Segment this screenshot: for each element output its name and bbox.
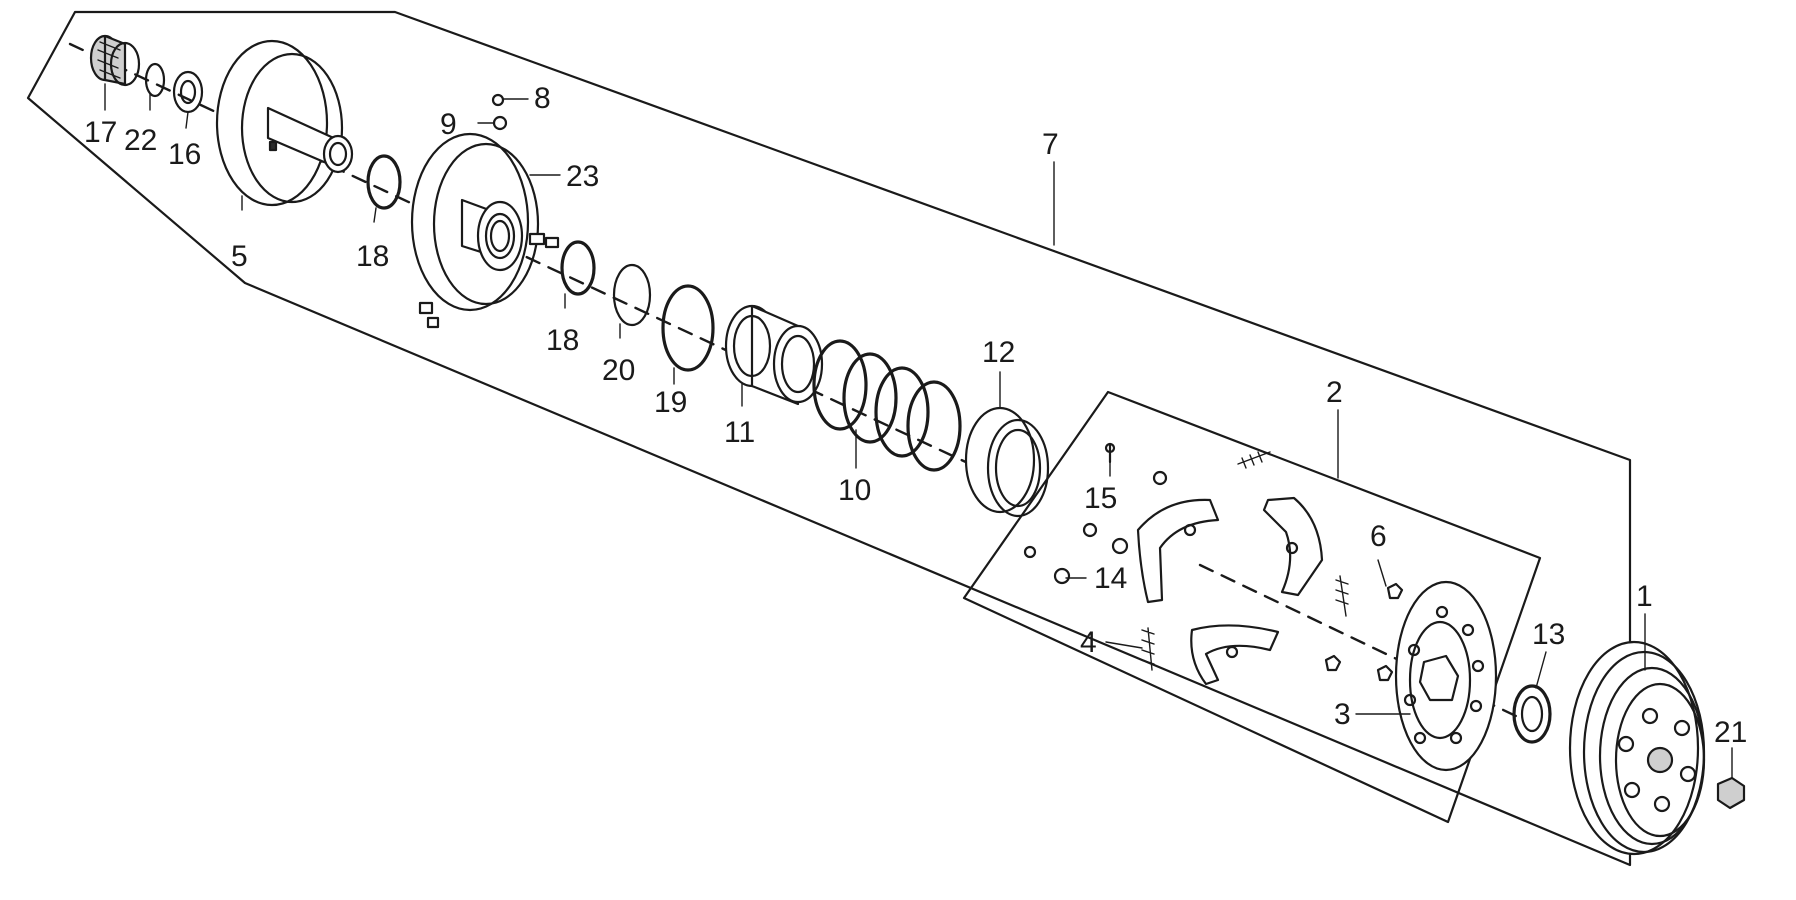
label-4: 4 [1080,626,1097,659]
label-15: 15 [1084,482,1117,515]
label-22: 22 [124,124,157,157]
label-2: 2 [1326,376,1343,409]
part-16-bearing [172,70,204,114]
clutch-shoe-left [1136,498,1220,604]
leader-lines [104,83,1733,779]
part-12-ring [964,406,1050,518]
label-21: 21 [1714,716,1747,749]
assembly-2-boundary [962,390,1542,824]
label-18-lower: 18 [546,324,579,357]
clutch-spring-right [1335,575,1349,617]
label-3: 3 [1334,698,1351,731]
callout-labels: 17 22 16 5 18 8 9 23 7 18 20 19 11 10 12… [84,82,1747,749]
clutch-shoe-top [1262,496,1324,597]
label-1: 1 [1636,580,1653,613]
label-11: 11 [724,416,755,449]
part-8-pin [491,93,505,107]
label-18-upper: 18 [356,240,389,273]
part-11-spring-seat [724,304,824,406]
part-21-nut [1716,776,1746,810]
part-17-splined-collar [89,34,141,87]
assembly-7-boundary [26,10,1632,867]
label-8: 8 [534,82,551,115]
part-9-roller [492,115,508,131]
label-14: 14 [1094,562,1127,595]
part-4-spring-lower [1141,627,1155,671]
label-6: 6 [1370,520,1387,553]
label-20: 20 [602,354,635,387]
label-16: 16 [168,138,201,171]
part-1-clutch-drum [1568,640,1706,856]
label-5: 5 [231,240,248,273]
part-6-nuts [1324,582,1404,682]
part-13-washer [1512,684,1552,744]
part-19-seal [661,284,715,372]
label-19: 19 [654,386,687,419]
part-22-circlip [144,62,166,98]
clutch-shoe-bottom [1190,624,1280,686]
label-17: 17 [84,116,117,149]
part-10-driven-spring [812,339,962,472]
part-15-pin [1104,442,1116,464]
part-18-oring-upper [366,154,402,210]
part-20-oring [612,263,652,327]
label-7: 7 [1042,128,1059,161]
part-3-drive-plate [1394,580,1498,772]
part-23-movable-driven-face [410,132,560,329]
label-12: 12 [982,336,1015,369]
label-23: 23 [566,160,599,193]
clutch-spring-upper [1237,451,1271,469]
label-9: 9 [440,108,457,141]
label-13: 13 [1532,618,1565,651]
part-14-bushings [1023,470,1168,585]
part-18-oring-lower [560,240,596,296]
part-5-fixed-driven-face [215,39,354,207]
label-10: 10 [838,474,871,507]
